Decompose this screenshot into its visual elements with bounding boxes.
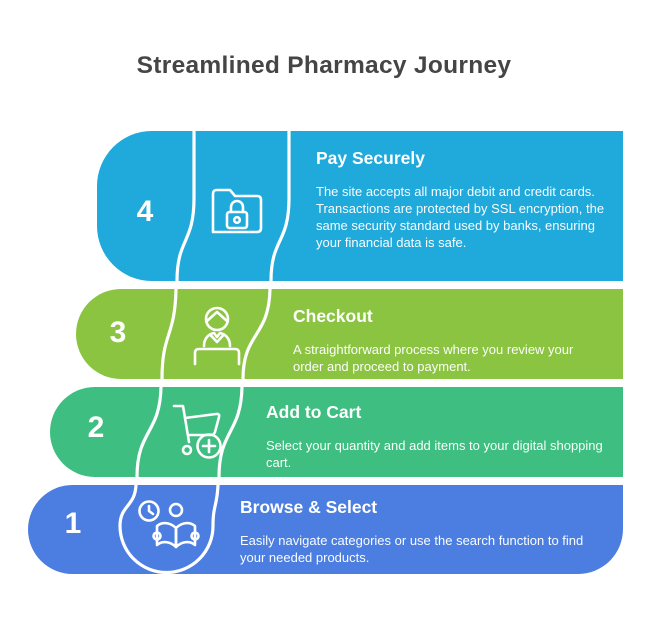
step-1-number: 1 — [64, 507, 82, 540]
step-4-title: Pay Securely — [316, 148, 425, 168]
step-2-band — [50, 387, 623, 477]
folder-lock-icon — [211, 188, 263, 234]
page-title: Streamlined Pharmacy Journey — [136, 52, 512, 79]
pharmacist-icon — [193, 306, 241, 366]
cart-plus-icon — [172, 404, 222, 459]
step-3-text: Checkout A straightforward process where… — [293, 306, 605, 375]
divider-lines — [118, 131, 291, 575]
step-1-description: Easily navigate categories or use the se… — [240, 533, 584, 565]
step-4-description: The site accepts all major debit and cre… — [316, 184, 605, 250]
step-2-title: Add to Cart — [266, 402, 362, 422]
step-4-text: Pay Securely The site accepts all major … — [316, 148, 621, 251]
step-2-description: Select your quantity and add items to yo… — [266, 438, 603, 470]
step-3-band — [76, 289, 623, 379]
step-4-band — [97, 131, 623, 281]
browse-reader-icon — [138, 500, 200, 549]
step-3-description: A straightforward process where you revi… — [293, 342, 574, 374]
step-2-text: Add to Cart Select your quantity and add… — [266, 402, 604, 471]
step-1-text: Browse & Select Easily navigate categori… — [240, 497, 612, 566]
step-4-number: 4 — [136, 195, 154, 228]
step-1-title: Browse & Select — [240, 497, 378, 517]
step-2-number: 2 — [87, 411, 105, 444]
step-1-band — [28, 484, 623, 575]
step-3-title: Checkout — [293, 306, 373, 326]
step-3-number: 3 — [109, 316, 127, 349]
